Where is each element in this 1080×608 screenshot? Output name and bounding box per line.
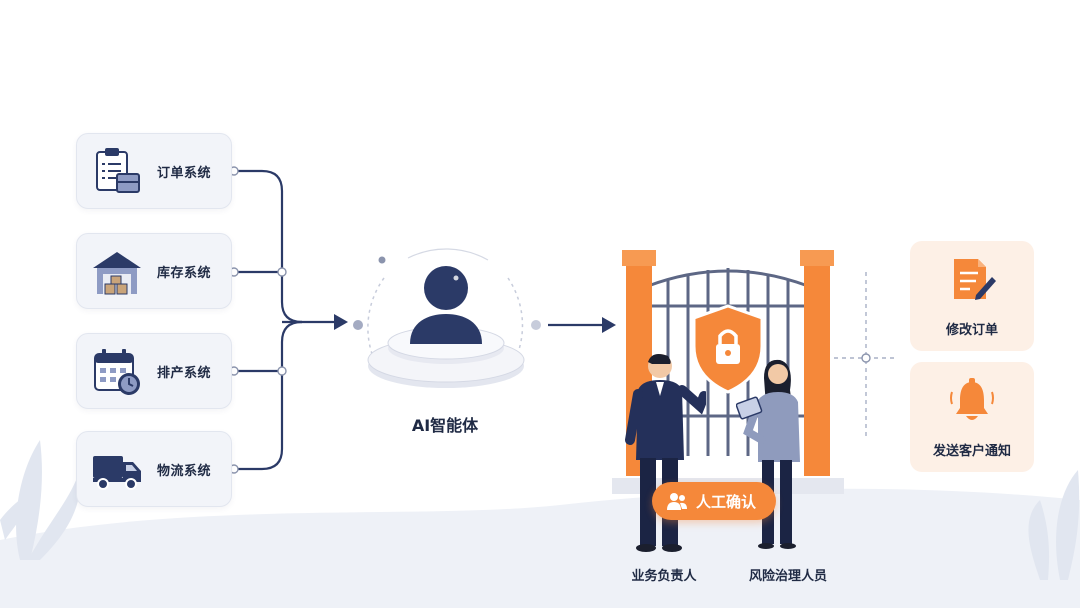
plant-right-icon [1028, 470, 1080, 580]
clipboard-order-icon [96, 148, 140, 193]
plant-left-icon [0, 440, 81, 560]
source-card-order[interactable]: 订单系统 [76, 133, 232, 209]
warehouse-icon [93, 252, 141, 295]
action-card-modify-order[interactable]: 修改订单 [910, 241, 1034, 351]
edit-document-icon [954, 259, 996, 300]
manual-confirm-label: 人工确认 [696, 493, 757, 511]
source-label: 订单系统 [157, 166, 212, 181]
ai-agent-avatar-icon [353, 248, 541, 388]
source-label: 排产系统 [157, 366, 212, 381]
truck-icon [93, 456, 141, 490]
bell-icon [950, 378, 994, 420]
source-card-logistics[interactable]: 物流系统 [76, 431, 232, 507]
risk-governance-label: 风险治理人员 [748, 569, 827, 584]
action-label: 修改订单 [945, 323, 998, 338]
risk-governance-figure [736, 359, 800, 549]
calendar-clock-icon [94, 349, 140, 395]
action-card-notify-customer[interactable]: 发送客户通知 [910, 362, 1034, 472]
action-label: 发送客户通知 [932, 444, 1011, 459]
source-card-inventory[interactable]: 库存系统 [76, 233, 232, 309]
users-icon [667, 493, 687, 510]
manual-confirm-button[interactable]: 人工确认 [652, 482, 776, 520]
business-owner-figure [625, 354, 706, 552]
agent-label: AI智能体 [411, 416, 479, 435]
source-label: 物流系统 [157, 464, 212, 479]
source-label: 库存系统 [157, 266, 212, 281]
source-card-scheduling[interactable]: 排产系统 [76, 333, 232, 409]
business-owner-label: 业务负责人 [631, 569, 697, 584]
